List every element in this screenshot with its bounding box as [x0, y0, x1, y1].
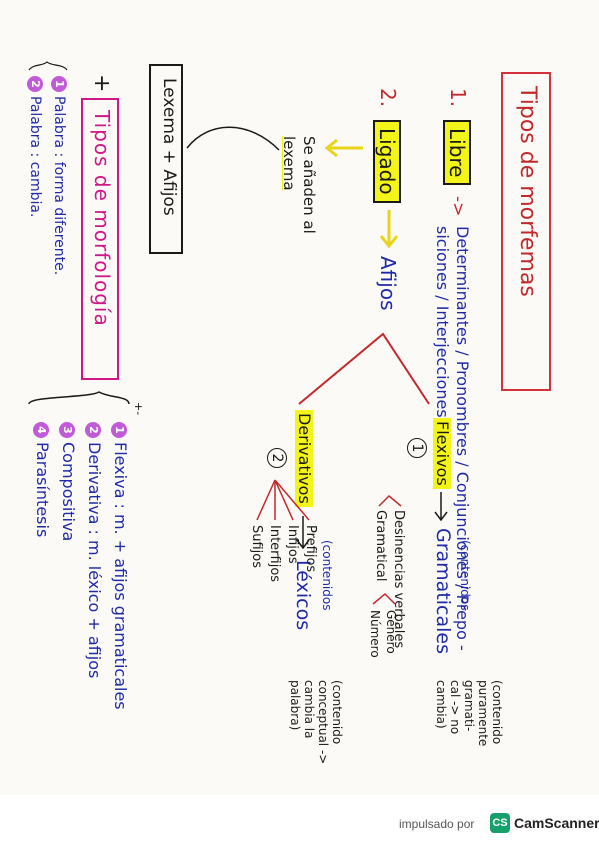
notes-canvas: Tipos de morfemas 1. Libre -> Determinan…	[27, 61, 551, 764]
scanned-page: Tipos de morfemas 1. Libre -> Determinan…	[27, 61, 551, 765]
camscanner-brand: CamScanner	[514, 815, 599, 831]
footer-powered-by: impulsado por	[399, 817, 475, 831]
connector-lines	[28, 61, 448, 605]
genero-bracket	[372, 592, 396, 605]
morfologia-brace	[28, 391, 130, 405]
curved-arrow-to-lexema	[186, 126, 280, 151]
palabra-brace	[28, 61, 68, 71]
ligado-down-arrow	[324, 138, 363, 158]
camscanner-logo-icon: CS	[490, 813, 510, 833]
desinencias-bracket	[378, 494, 402, 507]
flexivos-arrow	[434, 492, 448, 522]
derivativos-fan	[256, 479, 310, 521]
afijos-bracket	[298, 332, 430, 405]
derivativos-arrow	[296, 516, 310, 550]
ligado-to-afijos-arrow	[379, 210, 399, 249]
